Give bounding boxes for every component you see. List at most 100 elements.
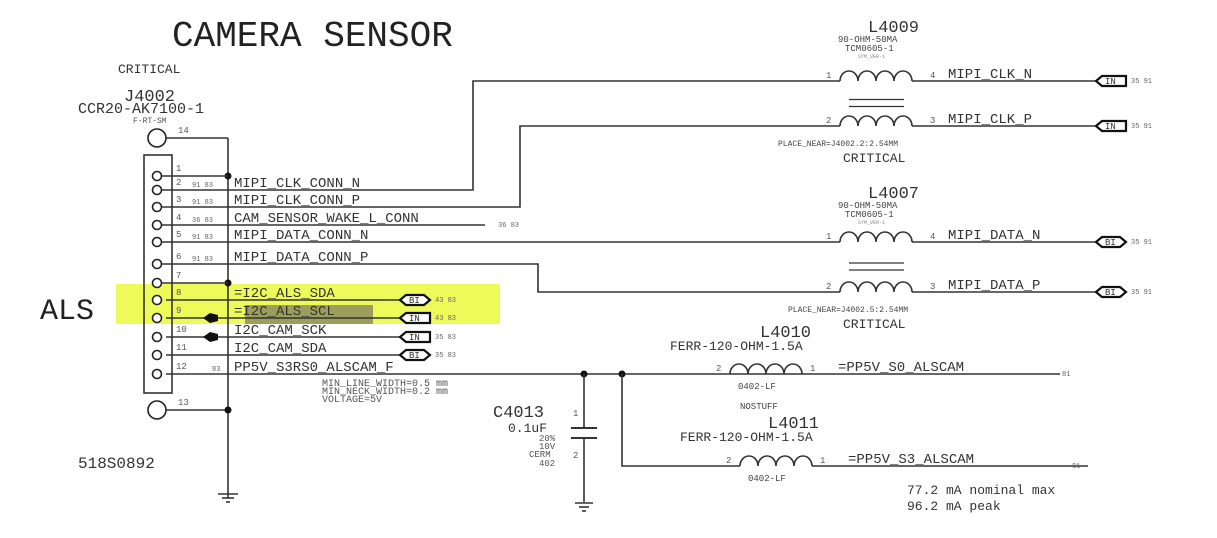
l4010-ref: L4010 bbox=[760, 324, 811, 343]
net-label[interactable]: I2C_CAM_SCK bbox=[234, 323, 327, 339]
connector-body bbox=[143, 154, 173, 394]
package-label: 0402-LF bbox=[748, 474, 786, 484]
net-label[interactable]: MIPI_CLK_CONN_P bbox=[234, 193, 360, 209]
net-label[interactable]: MIPI_DATA_CONN_P bbox=[234, 250, 368, 266]
net-label[interactable]: =I2C_ALS_SDA bbox=[234, 286, 335, 302]
connector-pin-12[interactable] bbox=[151, 368, 163, 380]
current-note-nominal: 77.2 mA nominal max bbox=[907, 483, 1055, 498]
connector-pin-10[interactable] bbox=[151, 331, 163, 343]
net-label[interactable]: MIPI_CLK_CONN_N bbox=[234, 176, 360, 192]
net-label[interactable]: I2C_CAM_SDA bbox=[234, 341, 327, 357]
i2c-bi-port[interactable] bbox=[398, 293, 432, 307]
current-note-peak: 96.2 mA peak bbox=[907, 499, 1001, 514]
i2c-in-port[interactable] bbox=[398, 330, 432, 344]
c4013-ref: C4013 bbox=[493, 404, 544, 423]
ground-icon bbox=[218, 493, 238, 503]
part-value: FERR-120-OHM-1.5A bbox=[680, 430, 813, 445]
port-type: BI bbox=[409, 351, 420, 361]
part-value: FERR-120-OHM-1.5A bbox=[670, 339, 803, 354]
connector-pin-11[interactable] bbox=[151, 349, 163, 361]
net-label[interactable]: MIPI_CLK_N bbox=[948, 67, 1032, 83]
l4007-ref: L4007 bbox=[868, 185, 919, 204]
als-label: ALS bbox=[40, 295, 94, 329]
connector-pin-3[interactable] bbox=[151, 201, 163, 213]
pin-number: 4 bbox=[930, 232, 935, 242]
pin-number: 2 bbox=[826, 116, 831, 126]
connector-part: CCR20-AK7100-1 bbox=[78, 101, 204, 118]
ferrite-bead-icon bbox=[739, 455, 813, 467]
nostuff-label: NOSTUFF bbox=[740, 402, 778, 412]
port-type: BI bbox=[1105, 238, 1116, 248]
pin-number: 9 bbox=[176, 306, 181, 316]
net-label[interactable]: =PP5V_S0_ALSCAM bbox=[838, 360, 964, 376]
port-type: IN bbox=[1105, 122, 1116, 132]
port-type: IN bbox=[409, 314, 420, 324]
page-title: CAMERA SENSOR bbox=[172, 16, 453, 57]
connector-pin-1[interactable] bbox=[151, 170, 163, 182]
pin-number: 1 bbox=[176, 164, 181, 174]
power-note: MIN_LINE_WIDTH=0.5 mm bbox=[322, 379, 448, 390]
l4009-ref: L4009 bbox=[868, 19, 919, 38]
net-label[interactable]: PP5V_S3RS0_ALSCAM_F bbox=[234, 360, 394, 376]
net-label[interactable]: MIPI_CLK_P bbox=[948, 112, 1032, 128]
l4009-in-port[interactable] bbox=[1094, 74, 1128, 88]
shield-pin-13[interactable] bbox=[147, 400, 167, 420]
connector-pin-7[interactable] bbox=[151, 277, 163, 289]
connector-pin-9[interactable] bbox=[151, 312, 163, 324]
connector-part-number: 518S0892 bbox=[78, 455, 155, 473]
pin-number: 3 bbox=[930, 116, 935, 126]
ground-icon bbox=[575, 502, 593, 512]
c4013-value: 0.1uF bbox=[508, 421, 547, 436]
power-note: VOLTAGE=5V bbox=[322, 395, 382, 406]
connector-pin-5[interactable] bbox=[151, 236, 163, 248]
i2c-in-port[interactable] bbox=[398, 311, 432, 325]
pin-number: 1 bbox=[826, 232, 831, 242]
inductor-coil-icon bbox=[839, 115, 913, 127]
shield-pin-14[interactable] bbox=[147, 128, 167, 148]
inductor-coil-icon bbox=[839, 281, 913, 293]
port-xref: 43 83 bbox=[435, 297, 456, 305]
selection-highlight[interactable] bbox=[245, 305, 373, 324]
port-xref: 35 83 bbox=[435, 334, 456, 342]
l4007-bi-port[interactable] bbox=[1094, 235, 1128, 249]
sym-ver: SYM_VER-1 bbox=[858, 220, 885, 226]
pin-xref: 91 83 bbox=[192, 182, 213, 190]
pin-number: 2 bbox=[826, 282, 831, 292]
place-near-note: PLACE_NEAR=J4002.5:2.54MM bbox=[788, 306, 908, 315]
pin-number: 11 bbox=[176, 343, 187, 353]
connector-pin-4[interactable] bbox=[151, 219, 163, 231]
l4011-ref: L4011 bbox=[768, 415, 819, 434]
net-label[interactable]: =I2C_ALS_SCL bbox=[234, 304, 335, 320]
part-value: 90-OHM-50MA bbox=[838, 35, 898, 45]
pin-xref: 91 83 bbox=[192, 234, 213, 242]
port-type: IN bbox=[409, 333, 420, 343]
l4007-bi-port[interactable] bbox=[1094, 285, 1128, 299]
package-label: 0402-LF bbox=[738, 382, 776, 392]
net-label[interactable]: MIPI_DATA_CONN_N bbox=[234, 228, 368, 244]
pin-number: 8 bbox=[176, 288, 181, 298]
l4009-in-port[interactable] bbox=[1094, 119, 1128, 133]
net-label[interactable]: MIPI_DATA_N bbox=[948, 228, 1040, 244]
pin-number: 1 bbox=[810, 364, 815, 374]
connector-pin-2[interactable] bbox=[151, 184, 163, 196]
i2c-bi-port[interactable] bbox=[398, 348, 432, 362]
ferrite-bead-icon bbox=[729, 363, 803, 375]
pin-number: 1 bbox=[826, 71, 831, 81]
connector-critical: CRITICAL bbox=[118, 62, 180, 77]
c4013-package: 402 bbox=[539, 459, 555, 469]
net-label[interactable]: MIPI_DATA_P bbox=[948, 278, 1040, 294]
port-xref: 35 91 bbox=[1131, 289, 1152, 297]
c4013-voltage: 10V bbox=[539, 442, 556, 452]
net-label[interactable]: CAM_SENSOR_WAKE_L_CONN bbox=[234, 211, 419, 227]
c4013-pin2: 2 bbox=[573, 451, 578, 461]
pin-number: 2 bbox=[716, 364, 721, 374]
pin-number: 4 bbox=[930, 71, 935, 81]
connector-pin-6[interactable] bbox=[151, 258, 163, 270]
connector-pin-8[interactable] bbox=[151, 294, 163, 306]
net-xref: 81 bbox=[1062, 371, 1070, 379]
place-near-note: PLACE_NEAR=J4002.2:2.54MM bbox=[778, 140, 898, 149]
port-type: IN bbox=[1105, 77, 1116, 87]
pin-number: 1 bbox=[820, 456, 825, 466]
net-label[interactable]: =PP5V_S3_ALSCAM bbox=[848, 452, 974, 468]
sym-ver: SYM_VER-1 bbox=[858, 54, 885, 60]
